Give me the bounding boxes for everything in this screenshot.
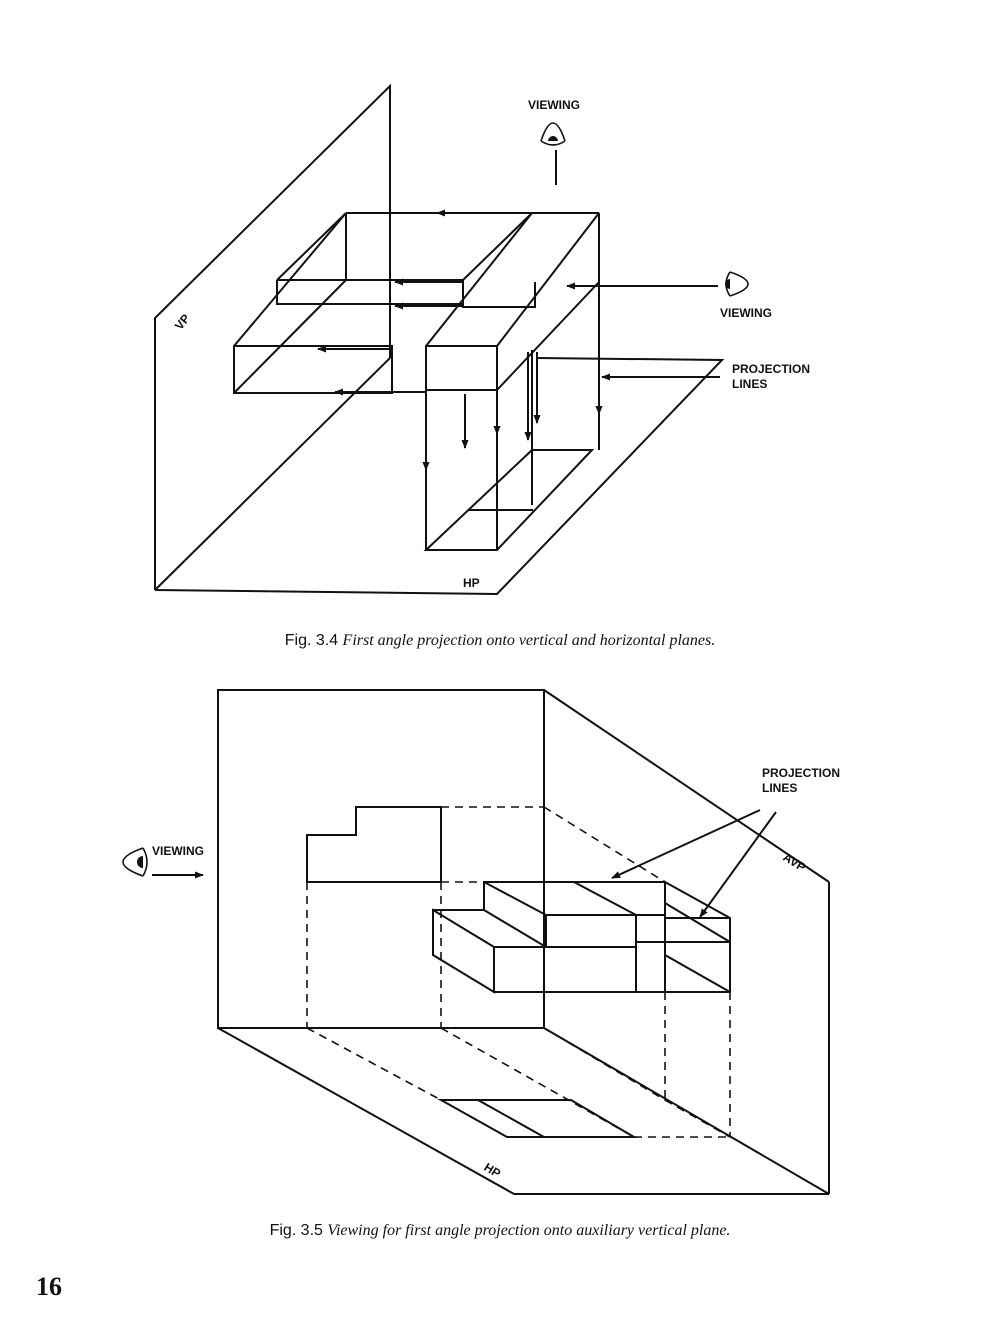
caption-number: Fig. 3.5 — [269, 1222, 323, 1239]
elevation-on-vp — [306, 806, 442, 883]
viewing-label: VIEWING — [152, 844, 205, 858]
page-number: 16 — [36, 1272, 62, 1301]
eye-icon — [122, 847, 148, 877]
figure-3-4-drawing — [154, 83, 749, 596]
object-left-bar — [233, 212, 463, 394]
plan-on-hp — [437, 1099, 638, 1138]
projection-lines-label: PROJECTION LINES — [762, 766, 841, 795]
dashed-projection-lines — [306, 806, 731, 1138]
hp-label: HP — [463, 576, 480, 590]
projection-lines-leaders — [611, 809, 777, 918]
figure-3-5-drawing — [122, 689, 830, 1195]
auxiliary-view-on-avp — [636, 880, 731, 994]
caption-number: Fig. 3.4 — [284, 632, 339, 649]
viewing-label-side: VIEWING — [720, 306, 773, 320]
vertical-plane — [154, 83, 391, 590]
projection-arrows-to-hp — [422, 286, 603, 471]
plan-on-hp — [423, 282, 600, 551]
projection-lines-label: PROJECTION LINES — [732, 362, 811, 391]
projection-box — [217, 689, 830, 1195]
eye-icon — [540, 122, 566, 146]
caption-text: First angle projection onto vertical and… — [342, 632, 716, 649]
object-3d — [432, 881, 665, 994]
horizontal-plane — [154, 357, 725, 596]
figure-3-4-caption: Fig. 3.4 First angle projection onto ver… — [0, 632, 1000, 650]
caption-text: Viewing for first angle projection onto … — [327, 1222, 731, 1239]
figure-3-5-caption: Fig. 3.5 Viewing for first angle project… — [0, 1222, 1000, 1240]
viewing-label-top: VIEWING — [528, 98, 581, 112]
eye-icon — [725, 271, 749, 297]
projection-arrows-to-vp — [317, 209, 520, 396]
